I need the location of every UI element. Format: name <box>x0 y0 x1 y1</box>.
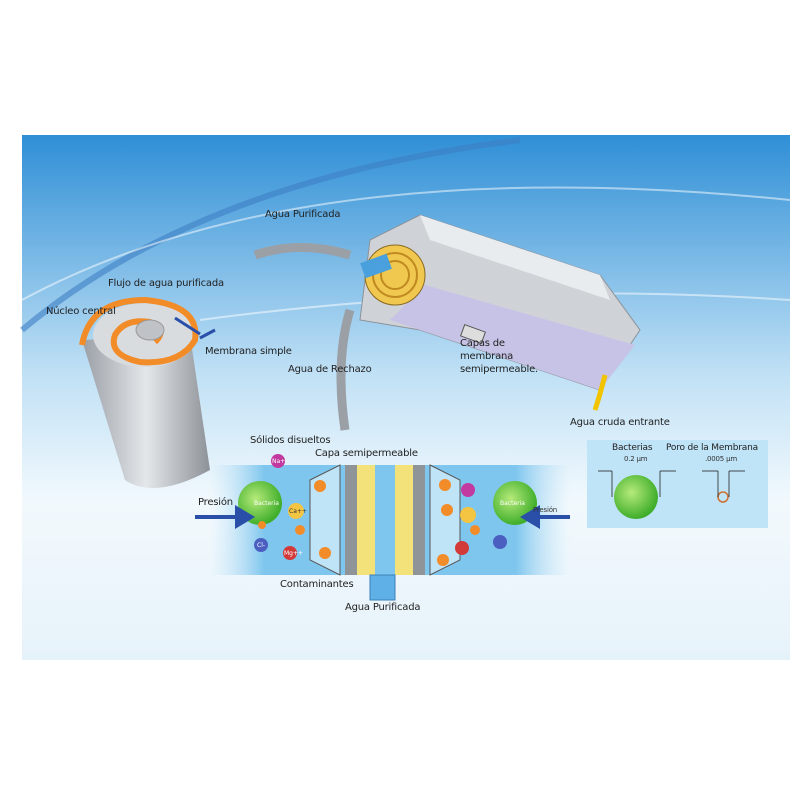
scale-bacterias-size: 0.2 µm <box>624 455 648 463</box>
label-agua-rechazo: Agua de Rechazo <box>288 364 372 375</box>
label-presion-left: Presión <box>198 497 233 508</box>
label-bacteria-right: Bacteria <box>500 500 525 507</box>
label-capas-2: membrana <box>460 351 514 362</box>
scale-bacterias-label: Bacterias <box>612 443 653 453</box>
spiral-membrane-cylinder <box>79 296 216 488</box>
membrane-left <box>309 464 375 576</box>
label-capas-3: semipermeable. <box>460 364 538 375</box>
label-solidos: Sólidos disueltos <box>250 435 331 446</box>
label-flujo: Flujo de agua purificada <box>108 278 224 289</box>
label-capa-semipermeable: Capa semipermeable <box>315 448 418 459</box>
ion-na: Na+ <box>272 458 286 465</box>
label-capas-1: Capas de <box>460 338 505 349</box>
pressure-arrow-right <box>520 505 570 529</box>
label-agua-purificada-bottom: Agua Purificada <box>345 602 421 613</box>
purified-water-outlet <box>369 574 396 601</box>
filter-housing <box>359 214 641 411</box>
reject-water-hose <box>336 308 355 431</box>
label-bacteria-left: Bacteria <box>254 500 279 507</box>
ion-ca: Ca++ <box>289 508 307 515</box>
ion-cl: Cl- <box>257 542 266 549</box>
label-presion-right: Presión <box>533 506 558 514</box>
label-agua-cruda: Agua cruda entrante <box>570 417 670 428</box>
label-agua-purificada-top: Agua Purificada <box>265 209 341 220</box>
scale-poro-label: Poro de la Membrana <box>666 443 758 453</box>
label-nucleo-central: Núcleo central <box>46 306 116 317</box>
membrane-right <box>395 464 461 576</box>
decorative-swoosh <box>20 137 521 333</box>
scale-poro-size: .0005 µm <box>705 455 737 463</box>
scale-comparison-box <box>587 440 768 528</box>
ion-mg: Mg++ <box>284 550 304 557</box>
label-contaminantes: Contaminantes <box>280 579 354 590</box>
label-membrana-simple: Membrana simple <box>205 346 292 357</box>
pressure-arrow-left <box>195 505 255 529</box>
purified-water-hose <box>253 243 352 260</box>
